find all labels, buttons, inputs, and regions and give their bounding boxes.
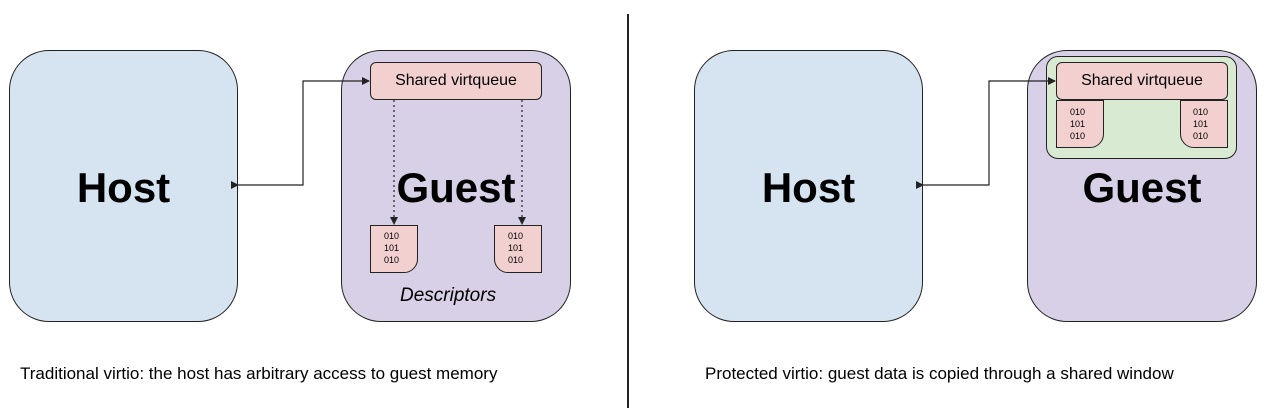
left-caption: Traditional virtio: the host has arbitra…: [20, 364, 498, 383]
left-shared-virtqueue: Shared virtqueue: [370, 62, 542, 100]
panel-divider: [627, 14, 629, 408]
left-guest-label: Guest: [396, 164, 516, 211]
right-host-label: Host: [761, 164, 856, 211]
right-guest-label: Guest: [1082, 164, 1202, 211]
left-descriptor-1-bits: 010 101 010: [384, 231, 400, 265]
right-shared-virtqueue: Shared virtqueue: [1056, 62, 1228, 100]
right-descriptor-2-bits: 010 101 010: [1193, 107, 1209, 141]
left-host-box: [9, 50, 238, 322]
left-host-label: Host: [76, 164, 171, 211]
left-descriptor-1: [370, 225, 418, 273]
right-descriptor-1: [1056, 100, 1104, 148]
left-host-queue-arrow: [231, 77, 370, 189]
left-descriptors-label: Descriptors: [400, 285, 497, 306]
left-descriptor-2-bits: 010 101 010: [508, 231, 524, 265]
right-caption: Protected virtio: guest data is copied t…: [705, 364, 1174, 383]
right-queue-label: Shared virtqueue: [1081, 72, 1203, 89]
left-descriptor-2: [494, 225, 542, 273]
right-host-box: [694, 50, 923, 322]
right-descriptor-1-bits: 010 101 010: [1070, 107, 1086, 141]
left-queue-label: Shared virtqueue: [395, 72, 517, 89]
right-descriptor-2: [1180, 100, 1228, 148]
right-host-window-arrow: [916, 77, 1056, 189]
